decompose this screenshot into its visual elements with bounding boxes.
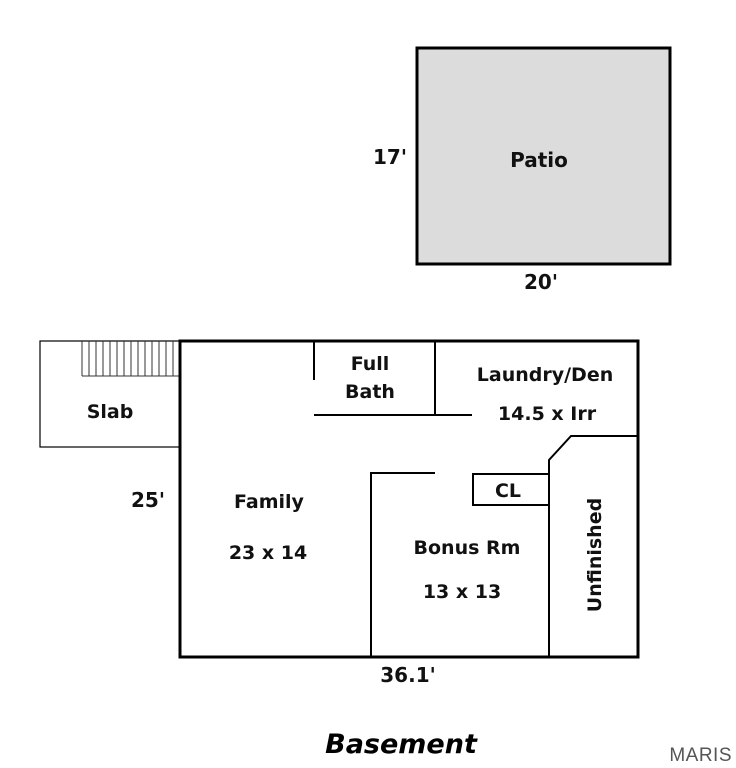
bonus-room-size: 13 x 13 [423,581,501,603]
full-bath-label-line1: Full [351,353,390,375]
house-height-dimension: 25' [131,488,165,512]
patio-label: Patio [510,148,568,172]
patio-area [415,46,672,266]
house-width-dimension: 36.1' [380,663,435,687]
laundry-den-label: Laundry/Den [477,364,613,386]
stairs [81,341,180,377]
basement-outline [178,339,640,659]
patio-width-dimension: 20' [524,270,558,294]
slab-label: Slab [87,401,134,423]
family-label: Family [234,491,305,513]
interior-walls [313,341,638,657]
laundry-den-size: 14.5 x Irr [498,403,597,425]
patio-height-dimension: 17' [373,145,407,169]
family-size: 23 x 14 [229,542,307,564]
floor-caption: Basement [325,729,478,760]
unfinished-label: Unfinished [584,498,606,612]
full-bath-label-line2: Bath [345,381,395,403]
watermark: MARIS [669,745,732,766]
closet-label: CL [495,480,521,502]
bonus-room-label: Bonus Rm [414,537,521,559]
